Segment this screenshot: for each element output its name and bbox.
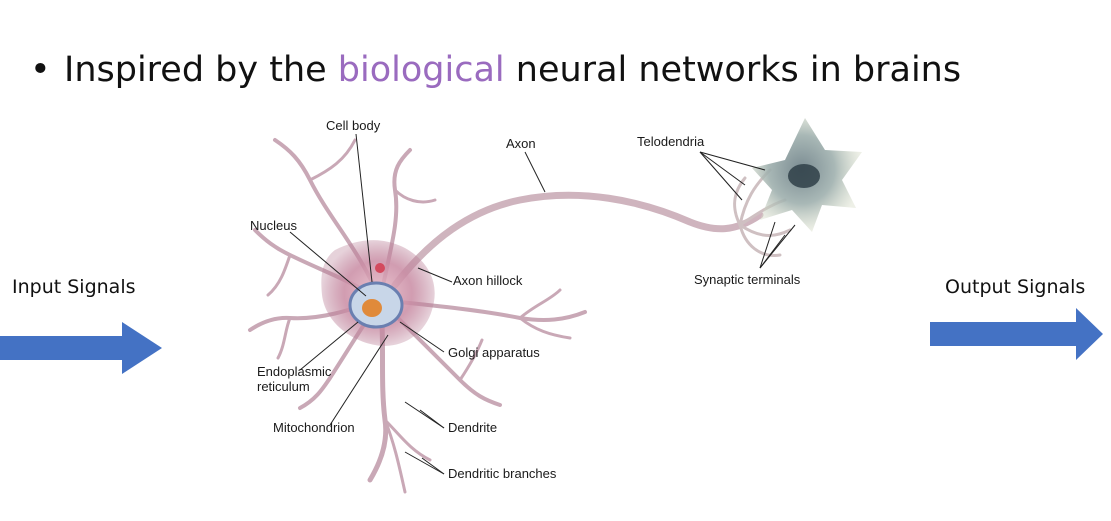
telodendria-label: Telodendria bbox=[637, 134, 705, 149]
slide-title: • Inspired by the biological neural netwo… bbox=[30, 40, 961, 100]
leader-lines bbox=[289, 133, 796, 475]
input-signals-label: Input Signals bbox=[12, 276, 136, 298]
endoplasmic-label-line1: Endoplasmic bbox=[257, 364, 332, 379]
axon-shape bbox=[391, 191, 764, 289]
target-nucleus-shape bbox=[788, 164, 820, 188]
endoplasmic-label-line2: reticulum bbox=[257, 379, 310, 394]
output-signals-label: Output Signals bbox=[945, 276, 1086, 298]
output-arrow-icon bbox=[930, 308, 1103, 360]
input-arrow-icon bbox=[0, 322, 162, 374]
axon-hillock-label: Axon hillock bbox=[453, 273, 523, 288]
synaptic-terminals-label: Synaptic terminals bbox=[694, 272, 801, 287]
bullet-icon: • bbox=[30, 50, 51, 90]
nucleolus-shape bbox=[362, 299, 382, 317]
title-highlight: biological bbox=[337, 50, 505, 90]
title-text-end: neural networks in brains bbox=[504, 50, 962, 90]
nucleus-label: Nucleus bbox=[250, 218, 297, 233]
dendritic-branches-label: Dendritic branches bbox=[448, 466, 557, 481]
mitochondrion-label: Mitochondrion bbox=[273, 420, 355, 435]
dendrite-label: Dendrite bbox=[448, 420, 497, 435]
golgi-apparatus-label: Golgi apparatus bbox=[448, 345, 540, 360]
axon-label: Axon bbox=[506, 136, 536, 151]
cell-body-label: Cell body bbox=[326, 118, 381, 133]
title-text-start: Inspired by the bbox=[64, 50, 338, 90]
organelle-shape bbox=[375, 263, 385, 273]
